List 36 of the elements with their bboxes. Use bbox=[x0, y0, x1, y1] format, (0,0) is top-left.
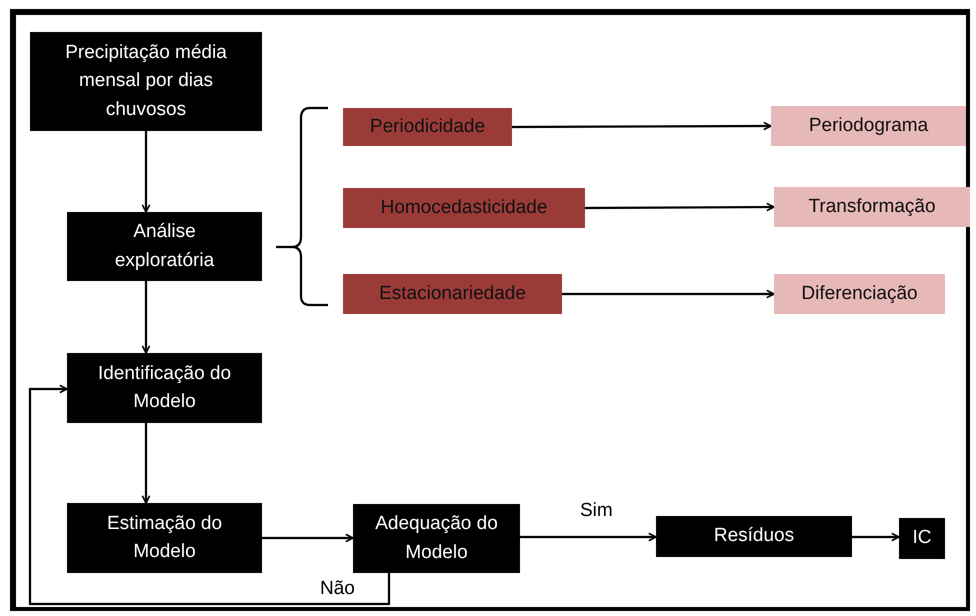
method-box bbox=[774, 187, 970, 227]
box-label: Periodicidade bbox=[370, 114, 486, 139]
box-label: Adequação do Modelo bbox=[374, 512, 499, 564]
arrow bbox=[28, 384, 390, 606]
process-box bbox=[899, 518, 945, 559]
arrow bbox=[520, 532, 657, 542]
box-label: Homocedasticidade bbox=[380, 196, 548, 220]
box-label: Resíduos bbox=[714, 524, 794, 548]
process-box bbox=[67, 212, 262, 281]
box-label: IC bbox=[912, 526, 932, 550]
arrow bbox=[142, 281, 150, 354]
arrow bbox=[562, 290, 775, 298]
arrow bbox=[585, 202, 775, 212]
process-box bbox=[353, 504, 520, 573]
box-label: Identificação do Modelo bbox=[96, 362, 232, 414]
box-label: Diferenciação bbox=[801, 282, 918, 306]
arrow bbox=[852, 532, 900, 542]
arrow bbox=[512, 122, 772, 130]
box-label: Estimação do Modelo bbox=[106, 512, 224, 564]
method-box bbox=[771, 106, 966, 146]
process-box bbox=[67, 503, 262, 573]
arrow bbox=[262, 534, 354, 542]
arrow bbox=[142, 131, 150, 213]
property-box bbox=[343, 274, 562, 314]
box-label: Transformação bbox=[808, 194, 936, 219]
box-label: Análise exploratória bbox=[114, 220, 216, 272]
arrow bbox=[142, 423, 150, 504]
box-label: Precipitação média mensal por dias chuvosos bbox=[64, 40, 228, 122]
box-label: Estacionariedade bbox=[379, 282, 526, 306]
process-box bbox=[67, 353, 262, 423]
property-box bbox=[343, 188, 585, 228]
property-box bbox=[343, 108, 512, 146]
process-box bbox=[30, 32, 262, 131]
process-box bbox=[656, 516, 852, 557]
box-label: Periodograma bbox=[808, 114, 928, 138]
method-box bbox=[774, 274, 945, 314]
